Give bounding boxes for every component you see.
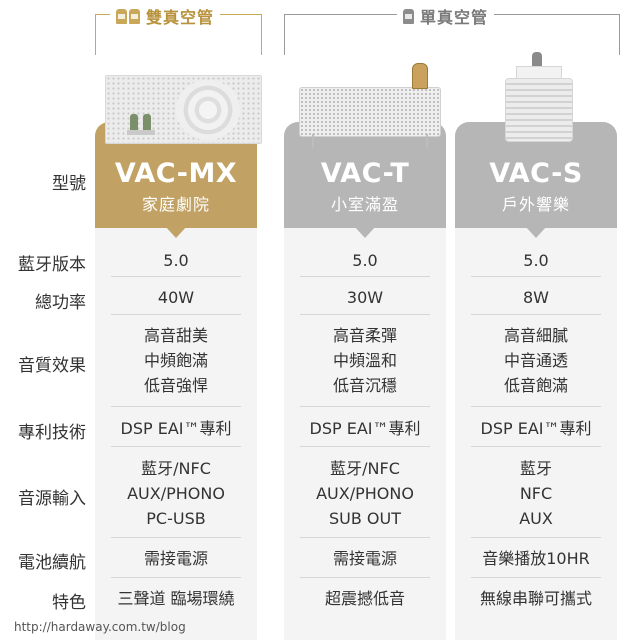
row-label-model: 型號 xyxy=(52,174,86,194)
vacuum-tube-icon xyxy=(129,8,140,24)
row-label-feature: 特色 xyxy=(52,593,86,613)
cell-sound: 高音細膩中音通透低音飽滿 xyxy=(503,326,568,395)
row-label-sound: 音質效果 xyxy=(18,356,86,376)
dual-tube-group-title: 雙真空管 xyxy=(110,4,221,28)
cell-battery: 需接電源 xyxy=(143,549,208,568)
cell-power: 30W xyxy=(346,288,384,307)
vacuum-tube-icon xyxy=(403,8,414,24)
vac-t-speaker-image xyxy=(299,87,441,137)
header-arrow xyxy=(525,226,547,238)
cell-patent: DSP EAI™專利 xyxy=(309,419,421,438)
vacuum-tube-icon xyxy=(130,114,138,132)
header-arrow xyxy=(354,226,376,238)
cell-patent: DSP EAI™專利 xyxy=(480,419,592,438)
row-divider xyxy=(471,446,601,447)
cell-sound: 高音甜美中頻飽滿低音強悍 xyxy=(143,326,208,395)
cell-power: 40W xyxy=(157,288,195,307)
cell-feature: 超震撼低音 xyxy=(324,589,405,608)
vacuum-tube-icon xyxy=(143,114,151,132)
vac-s-speaker-image xyxy=(505,78,573,142)
vac-mx-woofer xyxy=(176,80,240,140)
source-url: http://hardaway.com.tw/blog xyxy=(14,620,186,634)
model-name-vac-mx: VAC-MX xyxy=(114,158,238,189)
row-divider xyxy=(111,446,241,447)
row-divider xyxy=(300,537,430,538)
row-divider xyxy=(471,537,601,538)
row-divider xyxy=(111,314,241,315)
model-subtitle-vac-s: 戶外響樂 xyxy=(501,195,570,214)
cell-battery: 需接電源 xyxy=(332,549,397,568)
cell-sound: 高音柔彈中頻溫和低音沉穩 xyxy=(332,326,397,395)
vacuum-tube-icon xyxy=(412,63,428,89)
row-divider xyxy=(300,577,430,578)
row-divider xyxy=(471,314,601,315)
cell-power: 8W xyxy=(523,288,549,307)
row-divider xyxy=(471,276,601,277)
row-label-input: 音源輸入 xyxy=(18,489,86,509)
row-divider xyxy=(300,276,430,277)
header-vac-t xyxy=(284,122,446,228)
row-divider xyxy=(300,406,430,407)
cell-feature: 無線串聯可攜式 xyxy=(479,589,592,608)
row-divider xyxy=(111,406,241,407)
vac-t-leg xyxy=(312,134,314,148)
header-arrow xyxy=(165,226,187,238)
vacuum-tube-icon xyxy=(116,8,127,24)
cell-bluetooth: 5.0 xyxy=(352,251,378,270)
row-label-bluetooth: 藍牙版本 xyxy=(18,255,86,275)
row-label-power: 總功率 xyxy=(35,293,86,313)
row-divider xyxy=(300,314,430,315)
row-label-patent: 專利技術 xyxy=(18,423,86,443)
row-label-battery: 電池續航 xyxy=(18,553,86,573)
cell-battery: 音樂播放10HR xyxy=(482,549,590,568)
row-divider xyxy=(111,276,241,277)
model-subtitle-vac-t: 小室滿盈 xyxy=(330,195,399,214)
vac-mx-tube-base xyxy=(127,130,155,135)
model-name-vac-t: VAC-T xyxy=(320,158,410,189)
single-tube-group-title: 單真空管 xyxy=(397,4,495,28)
row-divider xyxy=(300,446,430,447)
cell-bluetooth: 5.0 xyxy=(163,251,189,270)
cell-feature: 三聲道 臨場環繞 xyxy=(117,589,235,608)
vac-t-leg xyxy=(426,134,428,148)
cell-patent: DSP EAI™專利 xyxy=(120,419,232,438)
single-tube-label: 單真空管 xyxy=(420,8,489,27)
row-divider xyxy=(471,577,601,578)
model-name-vac-s: VAC-S xyxy=(489,158,583,189)
vacuum-tube-icon xyxy=(532,52,542,66)
model-subtitle-vac-mx: 家庭劇院 xyxy=(141,195,210,214)
row-divider xyxy=(111,537,241,538)
cell-bluetooth: 5.0 xyxy=(523,251,549,270)
dual-tube-label: 雙真空管 xyxy=(146,8,215,27)
row-divider xyxy=(471,406,601,407)
row-divider xyxy=(111,577,241,578)
